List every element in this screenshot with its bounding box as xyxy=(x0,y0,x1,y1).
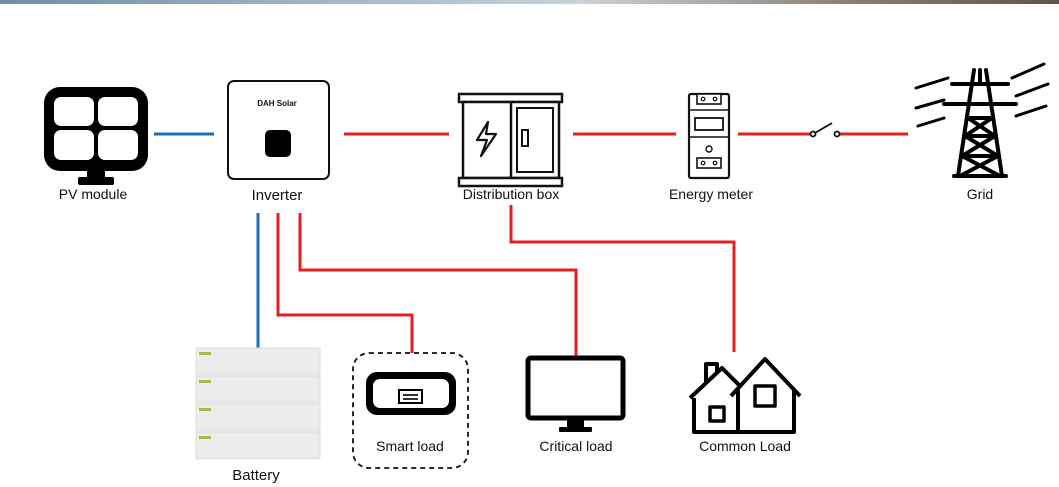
grid-label: Grid xyxy=(967,186,993,202)
smart-load-label: Smart load xyxy=(376,438,444,454)
connection-lines xyxy=(154,132,908,358)
battery-module-1 xyxy=(195,347,321,375)
battery-module-3 xyxy=(195,403,321,431)
smart-load-icon xyxy=(352,352,469,469)
distribution-box-icon xyxy=(457,92,564,188)
battery-label: Battery xyxy=(232,467,280,484)
header-image-strip xyxy=(0,0,1059,4)
pv-module-label: PV module xyxy=(59,186,128,202)
power-tower-icon xyxy=(914,62,1050,178)
inverter-icon: DAH Solar xyxy=(227,80,330,180)
battery-icon xyxy=(195,347,321,460)
battery-module-2 xyxy=(195,375,321,403)
solar-panel-icon xyxy=(44,87,148,185)
inverter-brand-logo: DAH Solar xyxy=(257,99,297,108)
monitor-icon xyxy=(525,355,626,432)
critical-load-label: Critical load xyxy=(539,438,612,454)
inverter-label: Inverter xyxy=(252,187,303,204)
distribution-box-label: Distribution box xyxy=(463,186,560,202)
houses-icon xyxy=(688,357,802,434)
ac-line-inverter-to-critical-load xyxy=(298,213,578,358)
ac-line-inverter-to-smart-load xyxy=(276,213,414,353)
breaker-switch-icon xyxy=(809,122,841,138)
ac-line-distribution-to-common-load xyxy=(509,205,736,352)
common-load-label: Common Load xyxy=(699,438,791,454)
battery-module-4 xyxy=(195,431,321,459)
energy-meter-icon xyxy=(687,92,731,180)
energy-meter-label: Energy meter xyxy=(669,186,753,202)
